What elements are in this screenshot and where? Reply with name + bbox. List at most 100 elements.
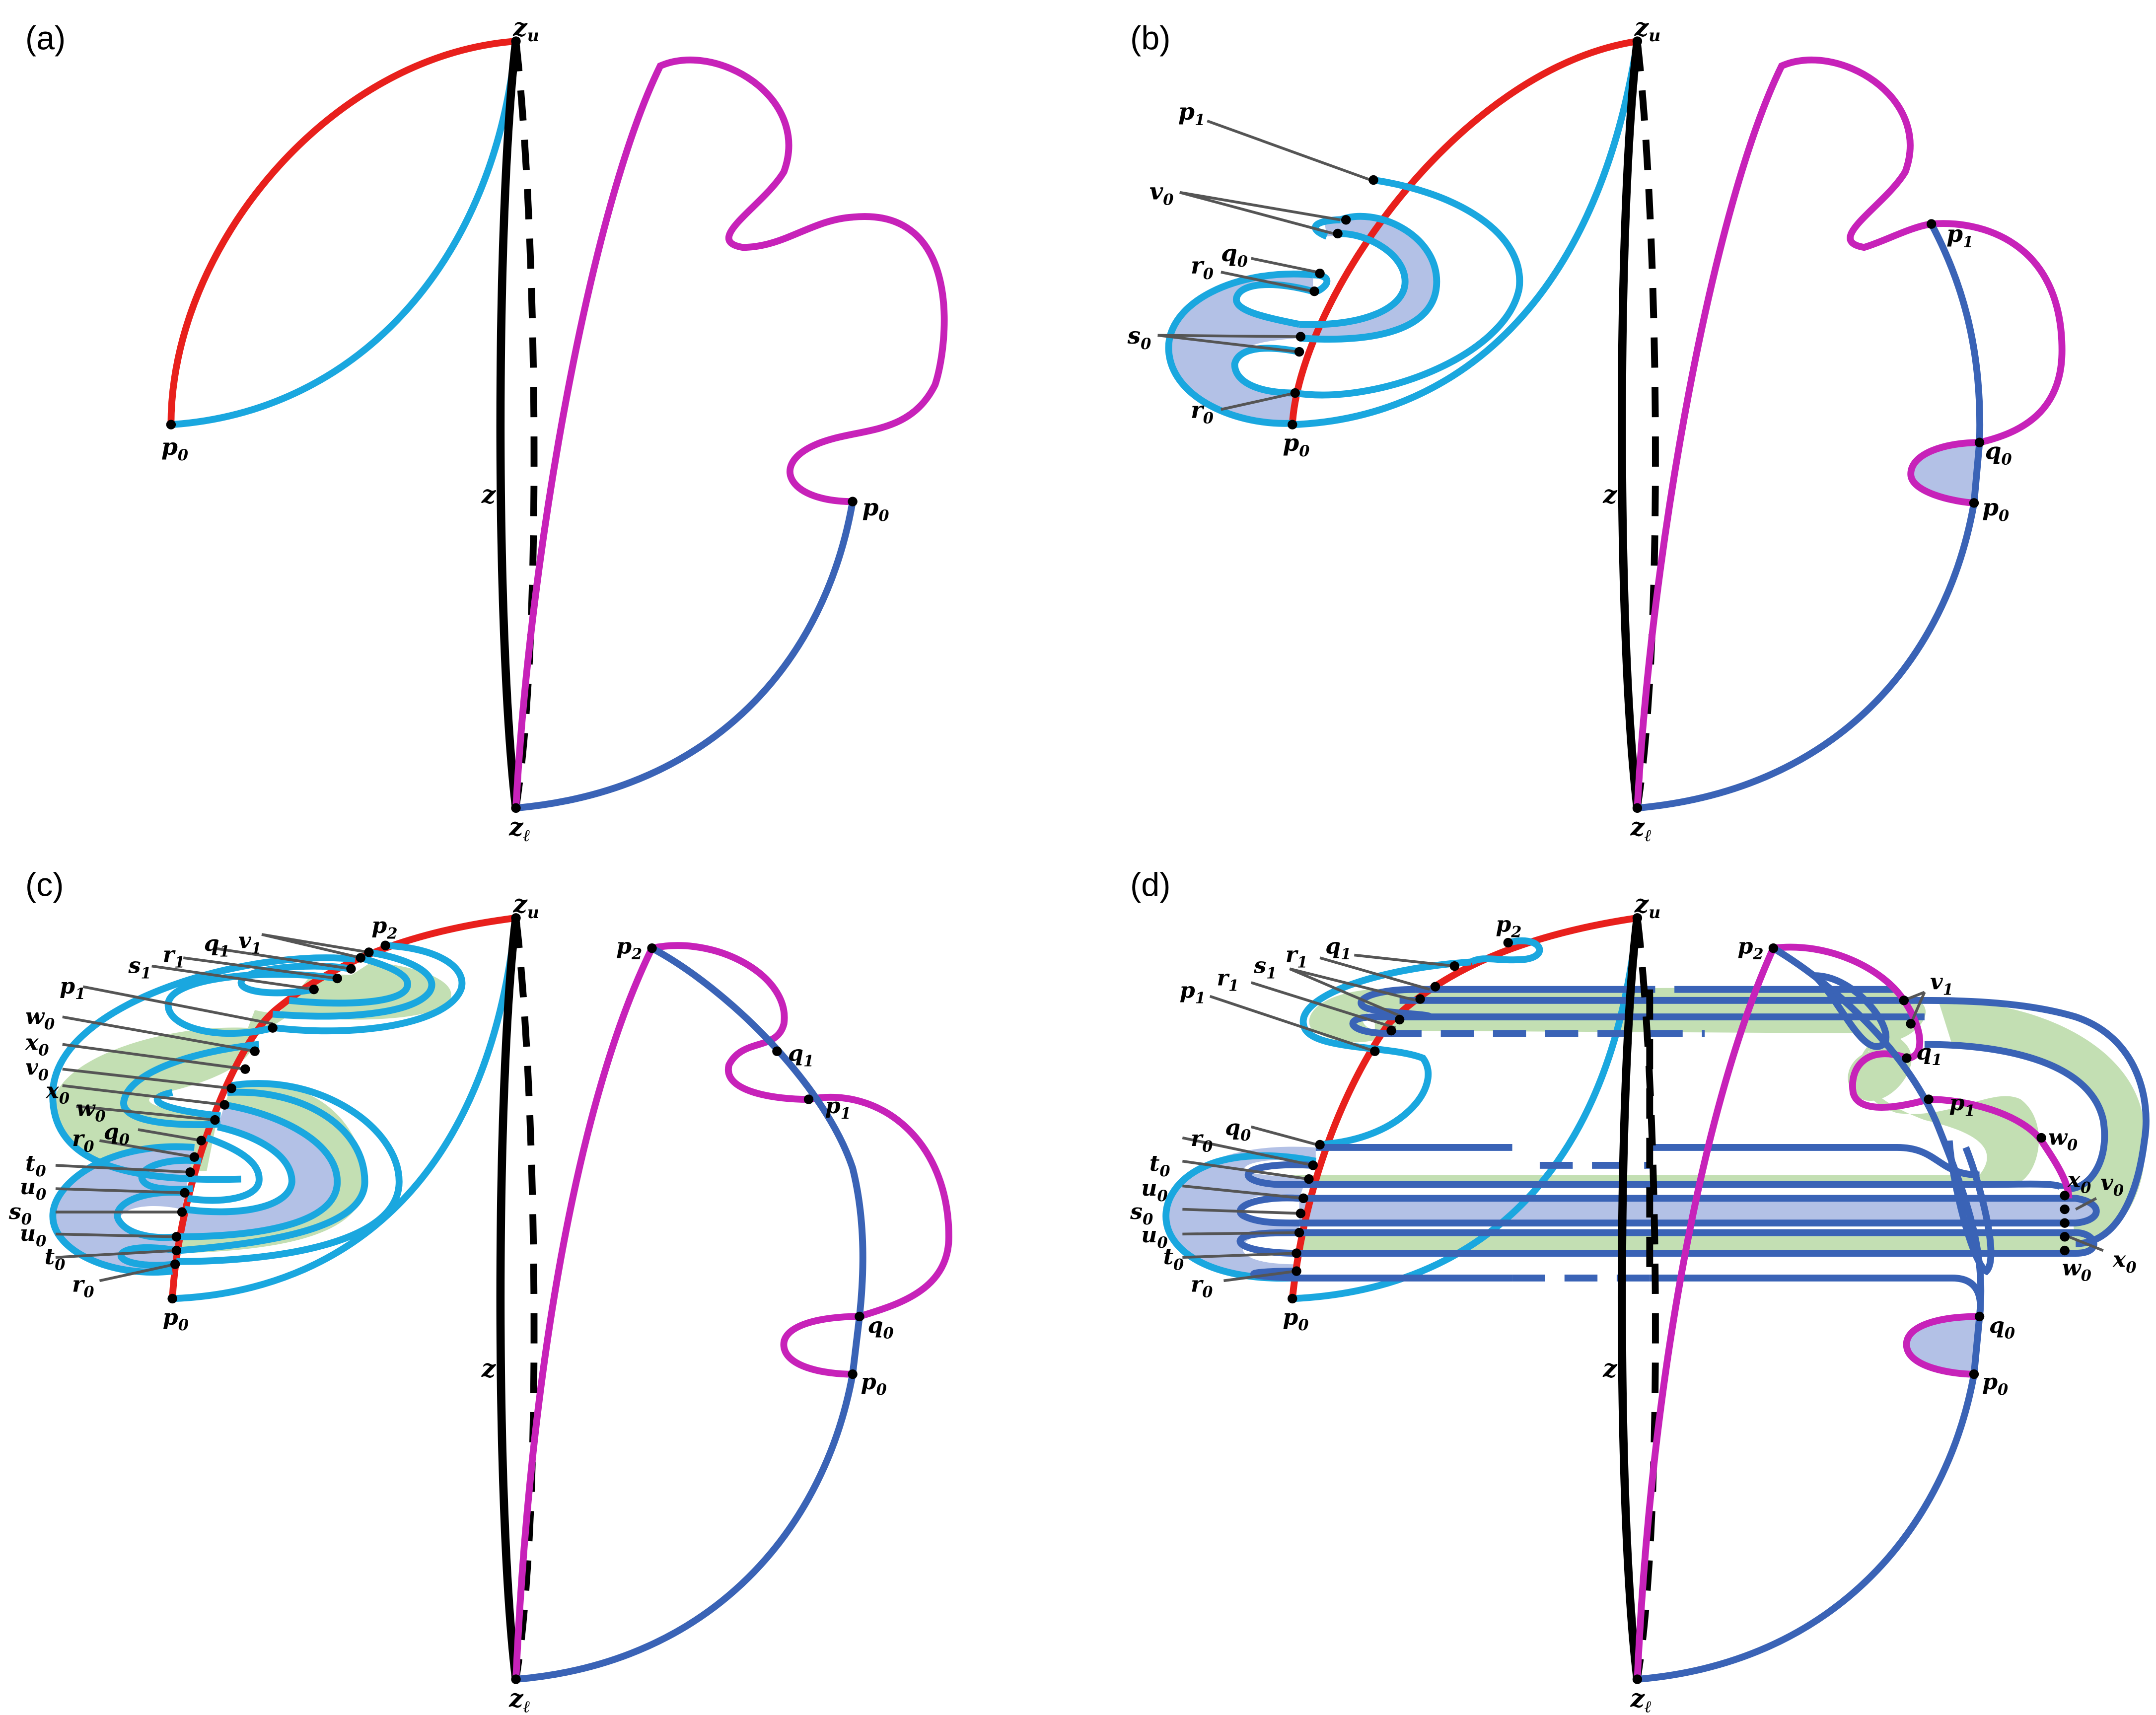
blue-oval-upper bbox=[1812, 972, 1890, 1050]
s0-label: s0 bbox=[1127, 322, 1151, 353]
p0-right-label: p0 bbox=[1982, 494, 2009, 525]
cyan-top-1 bbox=[275, 942, 466, 1035]
p2-label: p2 bbox=[1496, 911, 1521, 941]
r0-label: r0 bbox=[1191, 252, 1214, 283]
pointer-lines bbox=[1182, 953, 2104, 1283]
cyan-outer-left bbox=[1165, 270, 1313, 427]
r0-label: r0 bbox=[1191, 1126, 1213, 1155]
cyan-arc bbox=[170, 41, 519, 429]
p1-label: p1 bbox=[60, 973, 85, 1003]
magenta-upper bbox=[1634, 56, 1932, 808]
cyan-second-loop bbox=[164, 971, 338, 1037]
right-labels: p2 q1 p1 q0 p0 bbox=[616, 933, 894, 1399]
cyan-lowest-loop bbox=[118, 1244, 177, 1269]
x0-2-label: x0 bbox=[46, 1077, 70, 1107]
z-u-label: zu bbox=[1634, 889, 1660, 922]
magenta-long bbox=[512, 946, 655, 1680]
v0-label: v0 bbox=[2100, 1170, 2124, 1200]
v0-label: v0 bbox=[1150, 178, 1174, 209]
blue-arc bbox=[515, 500, 856, 812]
q0-right-label: q0 bbox=[1989, 1313, 2015, 1343]
z-curve bbox=[1617, 41, 1642, 809]
q0-right-label: q0 bbox=[1985, 437, 2012, 468]
cyan-mid-loop bbox=[120, 1041, 260, 1128]
r1-label: r1 bbox=[1286, 941, 1308, 971]
z-curve bbox=[1617, 917, 1642, 1680]
t0-label: t0 bbox=[1150, 1150, 1170, 1180]
t0-2-label: t0 bbox=[45, 1244, 66, 1274]
t0-2-label: t0 bbox=[1163, 1244, 1184, 1274]
red-arc bbox=[1289, 38, 1638, 425]
shaded-green-middle bbox=[178, 1083, 365, 1254]
cyan-left-loop bbox=[1299, 958, 1472, 1148]
cyan-top-loop bbox=[1312, 216, 1341, 240]
p0-right-label: p0 bbox=[862, 494, 889, 525]
magenta-bottom-lobe bbox=[780, 1313, 860, 1378]
r1-label: r1 bbox=[163, 941, 185, 971]
blue-band-center-loop bbox=[1236, 1194, 1299, 1227]
p1-right-label: p1 bbox=[1949, 1090, 1975, 1120]
p2-right-label: p2 bbox=[616, 933, 642, 963]
q1-right-label: q1 bbox=[1916, 1039, 1942, 1069]
q0-label: q0 bbox=[1225, 1115, 1251, 1144]
z-l-label: zℓ bbox=[1630, 812, 1652, 845]
p0-right-label: p0 bbox=[861, 1369, 887, 1399]
magenta-curve bbox=[512, 56, 948, 808]
r0-lower-label: r0 bbox=[1191, 396, 1214, 427]
u0-label: u0 bbox=[1141, 1175, 1167, 1205]
p0-label: p0 bbox=[161, 433, 188, 464]
cyan-arc-c4 bbox=[184, 1123, 295, 1215]
panel-b: (b) bbox=[1127, 12, 2066, 845]
pointer-lines bbox=[55, 933, 369, 1283]
p1-right-label: p1 bbox=[825, 1093, 851, 1123]
w0-label: w0 bbox=[2048, 1124, 2078, 1154]
q0-label: q0 bbox=[1221, 240, 1248, 271]
cyan-arc-c2 bbox=[179, 1088, 368, 1254]
r1-2-label: r1 bbox=[1217, 965, 1239, 995]
q0-right-label: q0 bbox=[868, 1313, 894, 1343]
cyan-arc-c5 bbox=[187, 1135, 263, 1204]
blue-big-right-loop bbox=[1399, 997, 2150, 1247]
pointer-lines bbox=[1157, 119, 1371, 411]
shaded-right-blue bbox=[1911, 442, 1980, 503]
panel-d: (d) bbox=[1130, 866, 2150, 1715]
p1-right-label: p1 bbox=[1946, 220, 1973, 251]
cyan-p2-loop bbox=[1469, 937, 1543, 965]
cyan-big-arc bbox=[172, 918, 519, 1302]
r0-2-label: r0 bbox=[1191, 1272, 1213, 1301]
magenta-upper-lobe bbox=[1773, 943, 1924, 1062]
s1-label: s1 bbox=[128, 952, 151, 982]
blue-band-mid-2 bbox=[1244, 1161, 2066, 1191]
t0-label: t0 bbox=[25, 1150, 46, 1180]
p0-label: p0 bbox=[1283, 1304, 1308, 1334]
magenta-bottom-lobe bbox=[1907, 439, 1980, 506]
u0-2-label: u0 bbox=[1141, 1222, 1167, 1252]
p0-label: p0 bbox=[1283, 429, 1309, 460]
s0-label: s0 bbox=[1130, 1199, 1153, 1228]
z-u-label: zu bbox=[513, 12, 539, 45]
blue-band-mid-1 bbox=[1315, 1144, 1980, 1179]
magenta-bottom-lobe bbox=[1903, 1313, 1980, 1378]
cyan-big-arc bbox=[1292, 40, 1641, 429]
magenta-right-lobes bbox=[651, 942, 952, 1320]
blue-arc bbox=[515, 945, 866, 1683]
shaded-blue-middle bbox=[178, 1105, 338, 1237]
z-label: z bbox=[1602, 480, 1618, 509]
cyan-arc-c3 bbox=[178, 1101, 341, 1240]
blue-oval-lower bbox=[1945, 1140, 1995, 1276]
magenta-q1-lobe bbox=[1849, 1050, 1930, 1111]
magenta-right-lobe bbox=[1929, 1096, 2073, 1199]
cyan-top-loop bbox=[237, 962, 352, 997]
cyan-top-3 bbox=[288, 954, 411, 1007]
w0-label: w0 bbox=[25, 1003, 55, 1033]
z-dashed-curve bbox=[512, 917, 538, 1680]
cyan-top-2 bbox=[272, 949, 435, 1020]
panel-c-label: (c) bbox=[25, 866, 64, 903]
q0-label: q0 bbox=[104, 1119, 130, 1148]
blue-inner-right-loop bbox=[1924, 1041, 2108, 1192]
q1-label: q1 bbox=[204, 930, 230, 960]
z-curve bbox=[496, 917, 520, 1680]
u0-2-label: u0 bbox=[20, 1220, 46, 1250]
left-labels: p2 q1 v1 r1 s1 p1 w0 x0 v0 x0 w0 r0 q0 t… bbox=[8, 913, 398, 1334]
left-labels: p2 q1 r1 s1 r1 p1 r0 q0 t0 u0 s0 u0 t0 r… bbox=[1130, 911, 1521, 1334]
